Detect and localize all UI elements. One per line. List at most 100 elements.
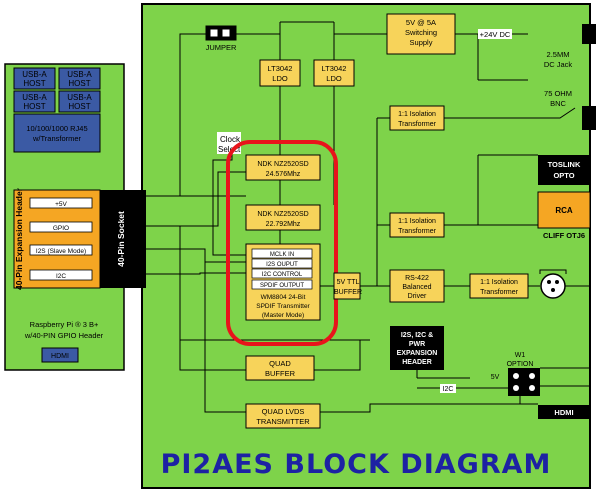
svg-text:Balanced: Balanced <box>402 284 431 291</box>
ldo-block: LT3042 LDO <box>313 59 355 87</box>
svg-text:22.792Mhz: 22.792Mhz <box>266 221 301 228</box>
gpio-signal-i2s: I2S (Slave Mode) <box>29 244 93 256</box>
svg-text:CLIFF OTJ6: CLIFF OTJ6 <box>543 231 585 240</box>
svg-text:Select: Select <box>218 145 241 154</box>
svg-text:1:1 Isolation: 1:1 Isolation <box>398 111 436 118</box>
svg-text:BUFFER: BUFFER <box>334 289 362 296</box>
raspberry-pi-board: USB-A HOST USB-A HOST USB-A HOST USB-A H… <box>4 63 125 371</box>
svg-text:1:1 Isolation: 1:1 Isolation <box>480 279 518 286</box>
highlight-outline <box>226 140 338 346</box>
svg-text:LT3042: LT3042 <box>322 64 347 73</box>
gpio-signal-5v: +5V <box>29 197 93 209</box>
svg-text:5V @ 5A: 5V @ 5A <box>406 18 436 27</box>
svg-text:40-Pin Socket: 40-Pin Socket <box>116 211 126 267</box>
svg-text:HOST: HOST <box>23 102 45 111</box>
rs422-driver-block: RS-422 Balanced Driver <box>389 269 445 303</box>
isolation-transformer-block: 1:1 Isolation Transformer <box>389 105 445 131</box>
svg-text:Supply: Supply <box>410 38 433 47</box>
board-name: w/40-PIN GPIO Header <box>24 331 104 340</box>
usb-a-host-port: USB-A HOST <box>13 90 56 113</box>
rca-connector: RCA CLIFF OTJ6 <box>537 191 591 240</box>
svg-text:USB-A: USB-A <box>67 93 92 102</box>
svg-text:24.576Mhz: 24.576Mhz <box>266 171 301 178</box>
svg-text:LT3042: LT3042 <box>268 64 293 73</box>
svg-text:HOST: HOST <box>68 79 90 88</box>
svg-text:RCA: RCA <box>555 206 573 215</box>
svg-text:JUMPER: JUMPER <box>206 43 237 52</box>
svg-text:HDMI: HDMI <box>554 408 573 417</box>
svg-text:Transformer: Transformer <box>398 121 437 128</box>
svg-text:TRANSMITTER: TRANSMITTER <box>256 417 310 426</box>
svg-text:w/Transformer: w/Transformer <box>32 134 82 143</box>
svg-text:GPIO: GPIO <box>53 225 69 232</box>
svg-text:1:1 Isolation: 1:1 Isolation <box>398 218 436 225</box>
svg-text:MCLK IN: MCLK IN <box>270 252 294 258</box>
svg-text:PWR: PWR <box>409 341 425 348</box>
40-pin-socket: 40-Pin Socket <box>100 190 146 288</box>
usb-a-host-port: USB-A HOST <box>13 67 56 90</box>
svg-text:(Master Mode): (Master Mode) <box>262 312 304 319</box>
svg-text:OPTION: OPTION <box>507 361 534 368</box>
usb-a-host-port: USB-A HOST <box>58 67 101 90</box>
svg-text:DC Jack: DC Jack <box>544 60 573 69</box>
isolation-transformer-block: 1:1 Isolation Transformer <box>389 212 445 238</box>
w1-option-jumper: W1 OPTION 5V <box>491 352 540 396</box>
diagram-title: PI2AES BLOCK DIAGRAM <box>161 449 552 480</box>
svg-text:TOSLINK: TOSLINK <box>548 160 581 169</box>
ttl-buffer-block: 5V TTL BUFFER <box>333 272 362 300</box>
quad-lvds-block: QUAD LVDS TRANSMITTER <box>245 403 321 429</box>
svg-text:+24V DC: +24V DC <box>480 30 511 39</box>
svg-text:5V: 5V <box>491 374 500 381</box>
svg-text:I2S (Slave Mode): I2S (Slave Mode) <box>36 248 86 255</box>
svg-text:EXPANSION: EXPANSION <box>397 350 438 357</box>
svg-text:10/100/1000 RJ45: 10/100/1000 RJ45 <box>26 124 87 133</box>
svg-text:RS-422: RS-422 <box>405 275 429 282</box>
svg-text:Switching: Switching <box>405 28 437 37</box>
svg-text:I2C: I2C <box>443 386 454 393</box>
svg-text:HOST: HOST <box>68 102 90 111</box>
usb-a-host-port: USB-A HOST <box>58 90 101 113</box>
ethernet-port: 10/100/1000 RJ45 w/Transformer <box>13 113 101 153</box>
svg-text:SPDIF OUTPUT: SPDIF OUTPUT <box>260 283 304 289</box>
svg-text:BUFFER: BUFFER <box>265 369 296 378</box>
svg-text:NDK NZ2520SD: NDK NZ2520SD <box>257 161 308 168</box>
svg-text:LDO: LDO <box>326 74 342 83</box>
svg-text:Transformer: Transformer <box>480 289 519 296</box>
gpio-signal-i2c: I2C <box>29 269 93 281</box>
svg-text:W1: W1 <box>515 352 526 359</box>
toslink-connector: TOSLINK OPTO <box>538 155 590 185</box>
svg-text:Driver: Driver <box>408 293 427 300</box>
svg-text:5V TTL: 5V TTL <box>337 279 360 286</box>
svg-text:75 OHM: 75 OHM <box>544 89 572 98</box>
bnc-connector: 75 OHM BNC <box>528 89 596 130</box>
i2c-label: I2C <box>440 384 456 393</box>
svg-text:NDK NZ2520SD: NDK NZ2520SD <box>257 211 308 218</box>
wires <box>146 21 590 413</box>
svg-text:QUAD LVDS: QUAD LVDS <box>262 407 305 416</box>
wm8804-transmitter-block: MCLK IN I2S OUPUT I2C CONTROL SPDIF OUTP… <box>245 243 321 321</box>
switching-supply-block: 5V @ 5A Switching Supply <box>386 13 456 55</box>
svg-text:Clock: Clock <box>220 135 241 144</box>
svg-text:HEADER: HEADER <box>402 359 432 366</box>
svg-text:I2C CONTROL: I2C CONTROL <box>262 272 303 278</box>
svg-text:QUAD: QUAD <box>269 359 291 368</box>
clock-select-label: Clock Select <box>217 132 241 154</box>
expansion-header-block: I2S, I2C & PWR EXPANSION HEADER <box>390 326 444 370</box>
svg-text:40-Pin Expansion Header: 40-Pin Expansion Header <box>14 187 24 290</box>
board-name: Raspberry Pi ® 3 B+ <box>30 320 99 329</box>
ldo-block: LT3042 LDO <box>259 59 301 87</box>
quad-buffer-block: QUAD BUFFER <box>245 355 315 381</box>
svg-text:I2S, I2C &: I2S, I2C & <box>401 332 433 339</box>
svg-text:USB-A: USB-A <box>22 93 47 102</box>
svg-text:LDO: LDO <box>272 74 288 83</box>
svg-text:SPDIF Transmitter: SPDIF Transmitter <box>256 303 310 310</box>
isolation-transformer-block: 1:1 Isolation Transformer <box>469 273 529 299</box>
pi-hdmi-port: HDMI <box>41 347 79 363</box>
svg-text:USB-A: USB-A <box>67 70 92 79</box>
svg-text:OPTO: OPTO <box>553 171 574 180</box>
svg-text:+5V: +5V <box>55 201 67 208</box>
xlr-connector-icon <box>539 269 590 299</box>
oscillator-block: NDK NZ2520SD 22.792Mhz <box>245 204 321 231</box>
jumper-block: JUMPER <box>205 25 237 52</box>
